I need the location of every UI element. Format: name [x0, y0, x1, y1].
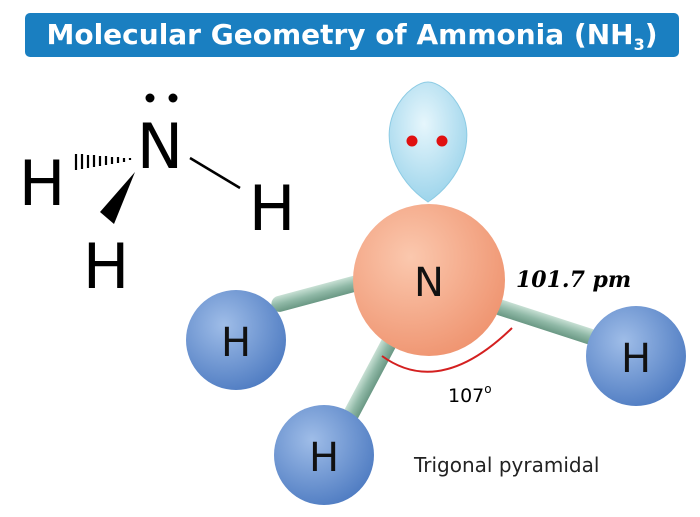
hydrogen-atom-bottom — [274, 405, 374, 505]
nitrogen-label: N — [414, 260, 444, 306]
lewis-lone-pair — [145, 93, 178, 103]
title-banner: Molecular Geometry of Ammonia (NH3) — [25, 13, 679, 57]
hashed-bond — [74, 154, 132, 170]
plain-bond — [189, 156, 241, 190]
hydrogen-label-left: H — [221, 320, 251, 366]
geometry-name: Trigonal pyramidal — [413, 453, 599, 477]
hydrogen-label-bottom: H — [309, 435, 339, 481]
lewis-structure: N H H H — [19, 93, 296, 303]
bond-length-label: 101.7 pm — [516, 267, 631, 293]
wedge-bond — [100, 172, 135, 224]
hydrogen-atom-right — [586, 306, 686, 406]
title-subscript: 3 — [633, 35, 645, 54]
nitrogen-atom — [353, 204, 505, 356]
title-close-paren: ) — [644, 18, 658, 51]
title-text: Molecular Geometry of Ammonia (NH — [46, 18, 634, 51]
degree-sign: o — [484, 382, 491, 396]
bond-right — [492, 299, 598, 345]
lone-pair-electron — [436, 135, 448, 147]
bond-angle-value: 107o — [448, 382, 492, 407]
ball-and-stick-model: N H H H 101.7 pm 107o Trigonal pyramidal — [186, 81, 686, 505]
hydrogen-label-right: H — [621, 336, 651, 382]
lewis-hydrogen-bottom: H — [83, 230, 130, 303]
bond-left — [271, 274, 369, 312]
lone-pair-electron — [406, 135, 418, 147]
hydrogen-atom-left — [186, 290, 286, 390]
lewis-hydrogen-left: H — [19, 147, 66, 220]
lewis-hydrogen-right: H — [249, 172, 296, 245]
lone-pair-cloud — [388, 81, 468, 203]
lewis-nitrogen: N — [137, 110, 183, 183]
bond-bottom — [342, 323, 404, 423]
bond-angle-arc — [381, 327, 513, 373]
